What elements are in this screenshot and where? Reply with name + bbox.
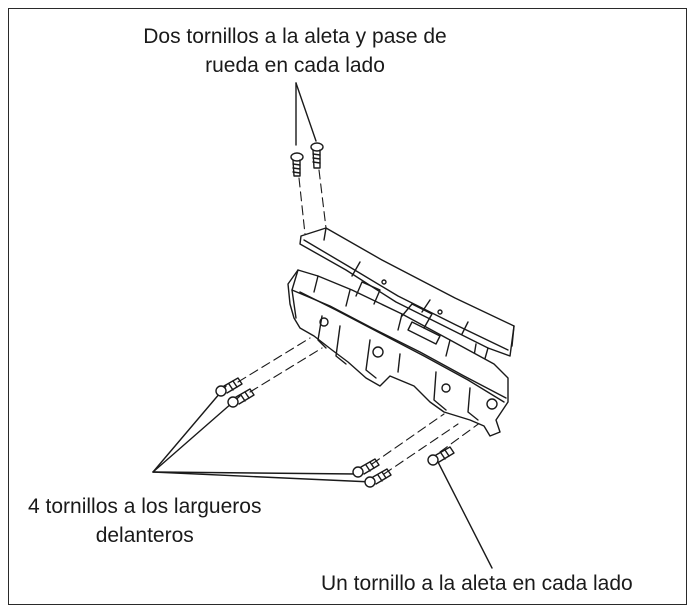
leader-lines (152, 82, 493, 569)
callout-left-line2: delanteros (95, 524, 194, 547)
upper-panel (299, 227, 515, 363)
figure-frame (8, 8, 687, 605)
bolts-top (290, 142, 324, 177)
bolts-left (215, 377, 255, 408)
bolt-bottom-1 (352, 458, 380, 478)
bolt-bottom-2 (364, 468, 392, 488)
callout-top-bolts: Dos tornillos a la aleta y pase de rueda… (0, 22, 590, 80)
bolt-bottom-3 (427, 446, 455, 466)
callout-left-bolts: 4 tornillos a los largueros delanteros (28, 492, 261, 550)
callout-right-bolt: Un tornillo a la aleta en cada lado (321, 572, 633, 595)
alignment-lines (237, 169, 493, 475)
bolt-top-2 (310, 142, 324, 169)
callout-left-line1: 4 tornillos a los largueros (28, 495, 262, 518)
callout-top-line1: Dos tornillos a la aleta y pase de (143, 25, 447, 48)
bolt-left-1 (215, 377, 243, 397)
callout-top-line2: rueda en cada lado (205, 54, 385, 77)
bolt-left-2 (227, 388, 255, 408)
bolts-bottom (352, 446, 455, 488)
lower-crossmember (287, 269, 509, 437)
bolt-top-1 (290, 152, 304, 177)
